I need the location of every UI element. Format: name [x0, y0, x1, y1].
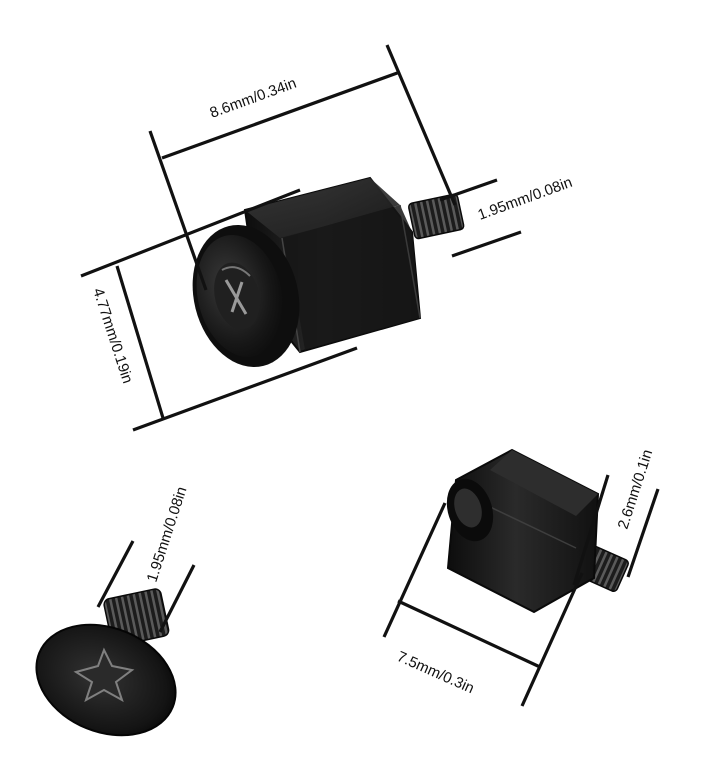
- flat-head-screw: [35, 588, 177, 737]
- hex-standoff: [446, 448, 629, 614]
- label-small-standoff-thread: 2.6mm/0.1in: [615, 447, 657, 531]
- phillips-slot-icon: [224, 279, 248, 315]
- screw-with-standoff: [192, 176, 465, 367]
- standoff-thread-stud: [407, 193, 465, 240]
- screw-pan-head: [192, 225, 300, 367]
- torx-slot-icon: [73, 647, 135, 703]
- label-screw-thread: 1.95mm/0.08in: [144, 485, 191, 585]
- label-small-standoff-length: 7.5mm/0.3in: [394, 648, 476, 697]
